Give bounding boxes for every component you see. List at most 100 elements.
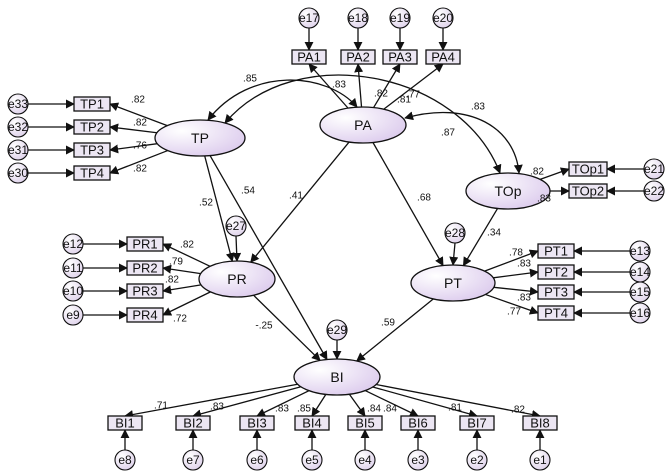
indicator-bi5 xyxy=(347,415,383,431)
indicator-pt3-loading-arrow xyxy=(493,286,539,296)
error-e11 xyxy=(62,257,84,279)
indicator-pa1-loading: .83 xyxy=(332,80,346,91)
error-e31-label: e31 xyxy=(8,143,28,157)
indicator-pt4 xyxy=(537,305,575,321)
error-e1-label: e1 xyxy=(533,453,547,467)
latent-pa-label: PA xyxy=(354,117,372,133)
error-e29-label: e29 xyxy=(327,323,347,337)
path-layer xyxy=(28,28,644,450)
indicator-pa4 xyxy=(425,49,461,65)
covariance-layer xyxy=(207,74,523,174)
path-pa-pr-value: .41 xyxy=(289,191,303,202)
indicator-pa1-label: PA1 xyxy=(297,50,321,65)
indicator-pt3 xyxy=(537,284,575,300)
indicator-bi1-loading-arrow xyxy=(124,383,298,419)
indicator-pt4-loading-arrow xyxy=(485,293,539,315)
error-e30-label: e30 xyxy=(8,166,28,180)
path-pt-bi-value: .59 xyxy=(381,318,395,329)
latent-pt xyxy=(410,264,496,302)
indicator-pt2-label: PT2 xyxy=(544,265,568,280)
indicator-pa1 xyxy=(291,49,327,65)
error-e18 xyxy=(347,7,369,29)
indicator-pt2-loading-arrow xyxy=(493,268,539,279)
error-e3-label: e3 xyxy=(411,453,425,467)
error-e30 xyxy=(7,162,29,184)
indicator-bi6 xyxy=(400,415,436,431)
indicator-pt4-loading: .77 xyxy=(507,307,521,318)
error-e15-label: e15 xyxy=(630,285,650,299)
indicator-pt4-label: PT4 xyxy=(544,306,568,321)
path-top-pt xyxy=(462,208,499,267)
error-e32-label: e32 xyxy=(8,120,28,134)
indicator-pa4-label: PA4 xyxy=(431,50,455,65)
error-e4-label: e4 xyxy=(358,453,372,467)
indicator-pr2-loading-arrow xyxy=(162,264,201,275)
indicator-tp3-loading: .76 xyxy=(133,141,147,152)
indicator-pt1-loading-arrow xyxy=(484,249,539,272)
indicator-top1-loading: .82 xyxy=(530,167,544,178)
path-tp-pr xyxy=(204,155,235,263)
indicator-pr3-loading-arrow xyxy=(162,284,202,295)
indicator-pa3-loading: .77 xyxy=(406,90,420,101)
error-e1 xyxy=(529,449,551,471)
error-e28 xyxy=(444,222,466,244)
indicator-tp4-loading-arrow xyxy=(109,149,168,175)
indicator-pr1-loading-arrow xyxy=(162,243,211,267)
error-e19-label: e19 xyxy=(390,11,410,25)
indicator-pa4-loading-arrow xyxy=(383,63,444,110)
indicator-pr1-label: PR1 xyxy=(132,237,157,252)
latent-pt-label: PT xyxy=(444,275,462,291)
error-e9-label: e9 xyxy=(66,308,80,322)
error-e12 xyxy=(62,233,84,255)
error-e33 xyxy=(7,93,29,115)
error-e19 xyxy=(389,7,411,29)
error-e17 xyxy=(298,7,320,29)
indicator-bi8-loading-arrow xyxy=(375,383,541,419)
error-e10-label: e10 xyxy=(63,284,83,298)
cov-pa-top xyxy=(404,111,523,174)
error-e27-arrow xyxy=(232,235,242,262)
indicator-tp2-loading: .82 xyxy=(133,118,147,129)
error-e27-label: e27 xyxy=(226,219,246,233)
indicator-pa3-label: PA3 xyxy=(388,50,412,65)
indicator-bi6-label: BI6 xyxy=(408,416,428,431)
indicator-bi7-label: BI7 xyxy=(467,416,487,431)
error-e16-label: e16 xyxy=(630,306,650,320)
error-e31 xyxy=(7,139,29,161)
indicator-top1 xyxy=(568,161,608,177)
indicator-bi2 xyxy=(175,415,211,431)
indicator-bi6-loading-arrow xyxy=(364,389,419,417)
error-e5 xyxy=(301,449,323,471)
indicator-pt1-label: PT1 xyxy=(544,244,568,259)
error-e27 xyxy=(225,215,247,237)
indicator-pr4 xyxy=(126,307,164,323)
path-pr-bi-value: -.25 xyxy=(255,321,273,332)
indicator-bi4-label: BI4 xyxy=(302,416,322,431)
indicator-top1-label: TOp1 xyxy=(572,162,604,177)
error-e2-label: e2 xyxy=(470,453,484,467)
latent-bi-label: BI xyxy=(330,369,343,385)
indicator-bi3-loading: .83 xyxy=(275,404,289,415)
error-e13 xyxy=(629,240,651,262)
indicator-tp2-label: TP2 xyxy=(80,120,104,135)
indicator-bi5-loading-arrow xyxy=(348,393,366,417)
error-e20-label: e20 xyxy=(433,11,453,25)
latent-pr xyxy=(198,260,276,298)
indicator-pa1-loading-arrow xyxy=(308,63,349,109)
path-pa-pr xyxy=(250,141,350,263)
error-e29 xyxy=(326,319,348,341)
latent-top-label: TOp xyxy=(495,183,522,199)
indicator-bi3-loading-arrow xyxy=(256,390,310,417)
latent-pr-label: PR xyxy=(227,271,246,287)
path-tp-bi xyxy=(209,155,328,361)
indicator-bi6-loading: .84 xyxy=(383,404,397,415)
indicator-bi3-label: BI3 xyxy=(247,416,267,431)
path-tp-bi-value: .54 xyxy=(241,186,255,197)
indicator-bi2-loading: .83 xyxy=(210,402,224,413)
indicator-bi1-loading: .71 xyxy=(154,401,168,412)
indicator-bi3 xyxy=(239,415,275,431)
indicator-bi8 xyxy=(522,415,558,431)
indicator-pr4-label: PR4 xyxy=(132,308,157,323)
error-e13-label: e13 xyxy=(630,244,650,258)
indicator-top2 xyxy=(568,183,608,199)
